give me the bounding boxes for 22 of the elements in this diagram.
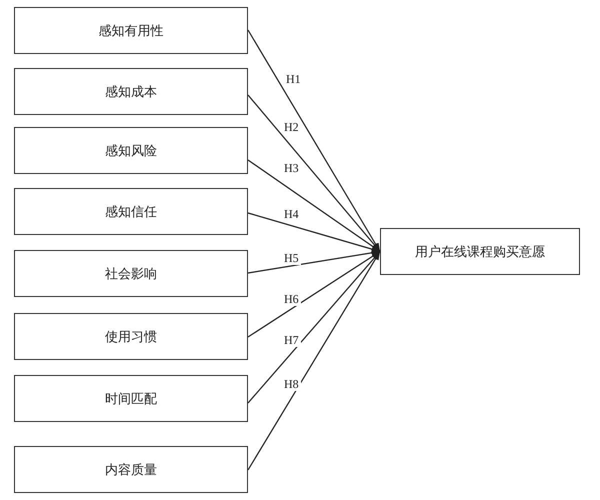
edge-label: H8 xyxy=(282,377,301,391)
arrow xyxy=(247,30,381,252)
factor-box: 时间匹配 xyxy=(14,375,248,422)
factor-box: 感知成本 xyxy=(14,68,248,115)
edge-label: H4 xyxy=(282,207,301,221)
edge-label: H2 xyxy=(282,120,301,134)
arrow xyxy=(248,251,380,338)
arrow xyxy=(248,250,380,274)
factor-box: 感知有用性 xyxy=(14,7,248,54)
factor-box: 感知信任 xyxy=(14,188,248,235)
factor-box: 使用习惯 xyxy=(14,313,248,360)
edge-label: H1 xyxy=(284,72,303,86)
edge-label: H5 xyxy=(282,251,301,265)
outcome-box: 用户在线课程购买意愿 xyxy=(380,228,580,275)
factor-box: 内容质量 xyxy=(14,446,248,493)
edge-label: H7 xyxy=(282,333,301,347)
factor-box: 社会影响 xyxy=(14,250,248,297)
edge-label: H3 xyxy=(282,161,301,175)
edge-label: H6 xyxy=(282,292,301,306)
arrow xyxy=(248,212,380,252)
arrow xyxy=(247,251,381,470)
factor-box: 感知风险 xyxy=(14,127,248,174)
